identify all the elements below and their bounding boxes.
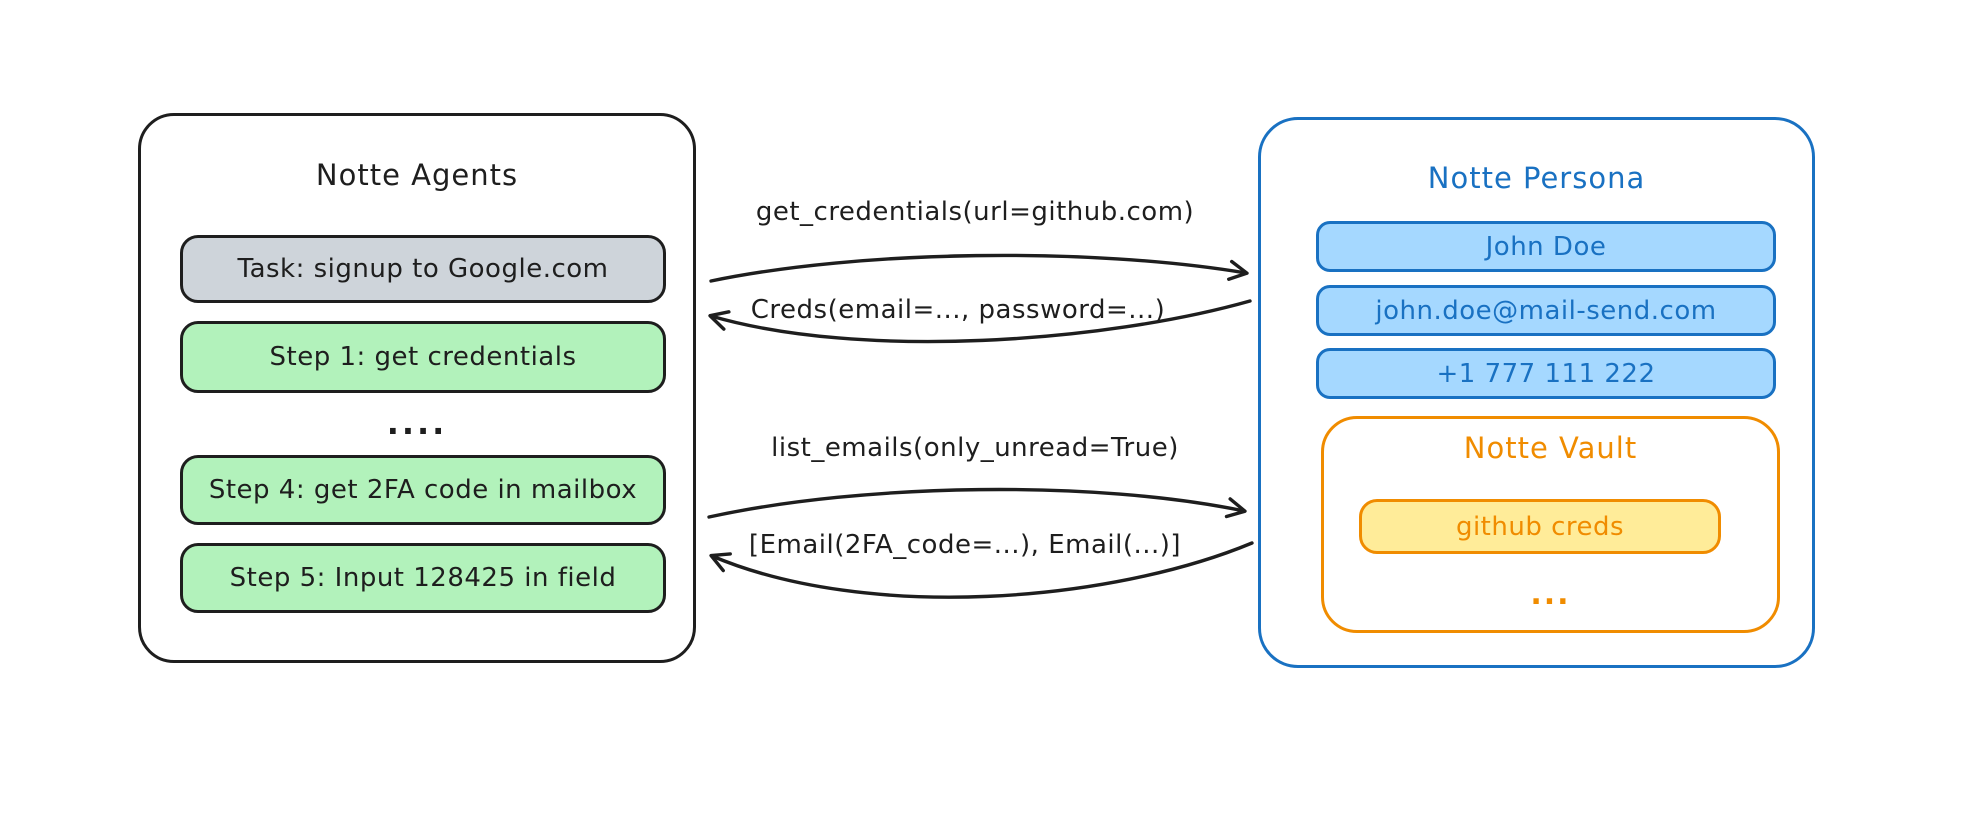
arrow-list-emails [707,487,1247,519]
message-label-creds-response: Creds(email=..., password=...) [750,295,1166,325]
vault-title: Notte Vault [1463,431,1638,465]
persona-panel-title: Notte Persona [1427,161,1646,195]
arrow-get-credentials [709,253,1249,283]
message-label-emails-response: [Email(2FA_code=...), Email(...)] [748,530,1182,560]
notte-vault-panel: Notte Vault github creds ... [1321,416,1780,633]
steps-ellipsis-dots: .... [386,404,448,442]
step-1-box: Step 1: get credentials [180,321,666,393]
arrow-creds-response [708,299,1252,344]
persona-field-phone: +1 777 111 222 [1316,348,1776,399]
arrow-emails-response [709,541,1254,599]
notte-persona-panel: Notte Persona John Doe john.doe@mail-sen… [1258,117,1815,668]
agents-panel-title: Notte Agents [315,158,519,192]
step-4-box: Step 4: get 2FA code in mailbox [180,455,666,525]
message-label-get-credentials: get_credentials(url=github.com) [755,197,1195,227]
notte-agents-panel: Notte Agents Task: signup to Google.com … [138,113,696,663]
message-label-list-emails: list_emails(only_unread=True) [771,433,1179,463]
persona-field-name: John Doe [1316,221,1776,272]
vault-item-github-creds: github creds [1359,499,1721,554]
step-5-box: Step 5: Input 128425 in field [180,543,666,613]
persona-field-email: john.doe@mail-send.com [1316,285,1776,336]
task-box: Task: signup to Google.com [180,235,666,303]
vault-ellipsis-dots: ... [1530,577,1571,612]
